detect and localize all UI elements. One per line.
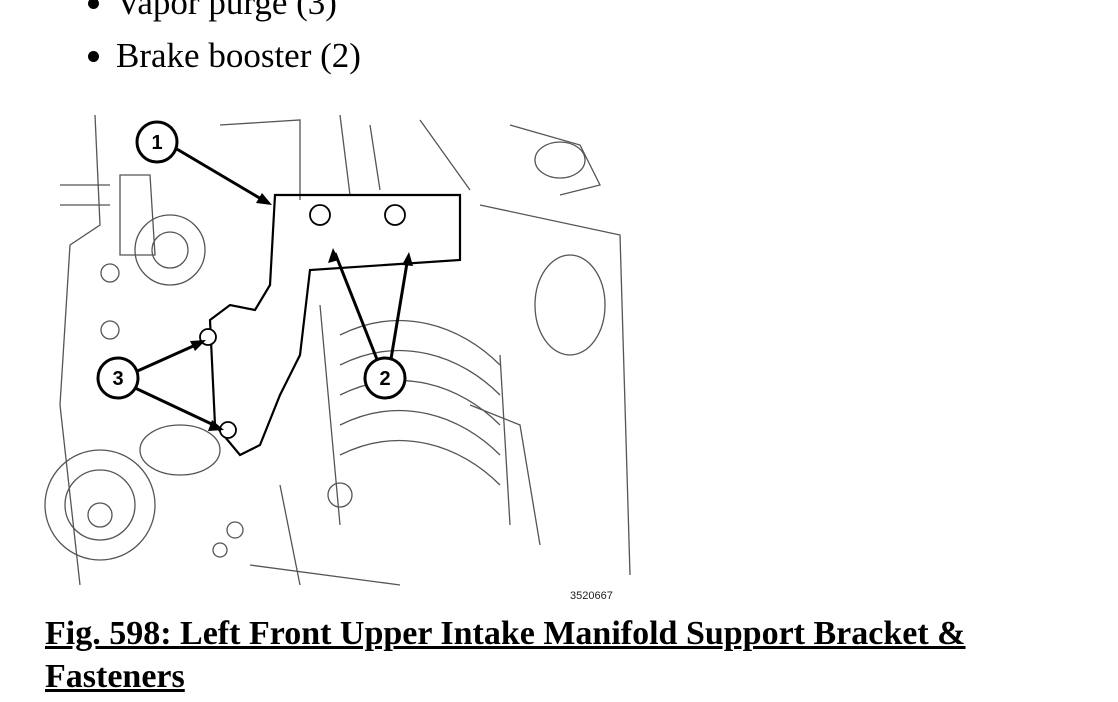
callout-1: 1 <box>135 120 179 164</box>
svg-text:2: 2 <box>379 368 390 390</box>
engine-illustration: 1 2 3 <box>44 114 631 586</box>
figure-caption-line-2: Fasteners <box>45 658 185 695</box>
bullet-icon <box>88 0 99 10</box>
svg-text:1: 1 <box>151 132 162 154</box>
figure-caption-line-1: Fig. 598: Left Front Upper Intake Manifo… <box>45 615 966 652</box>
bullet-text: Brake booster (2) <box>116 36 361 75</box>
bullet-item: Vapor purge (3) <box>88 0 337 23</box>
bullet-item: Brake booster (2) <box>88 36 361 76</box>
bullet-text: Vapor purge (3) <box>116 0 337 22</box>
callout-2: 2 <box>363 356 407 400</box>
callout-3: 3 <box>96 356 140 400</box>
bullet-icon <box>88 51 99 63</box>
svg-text:3: 3 <box>112 368 123 390</box>
figure-image-number: 3520667 <box>570 590 613 602</box>
